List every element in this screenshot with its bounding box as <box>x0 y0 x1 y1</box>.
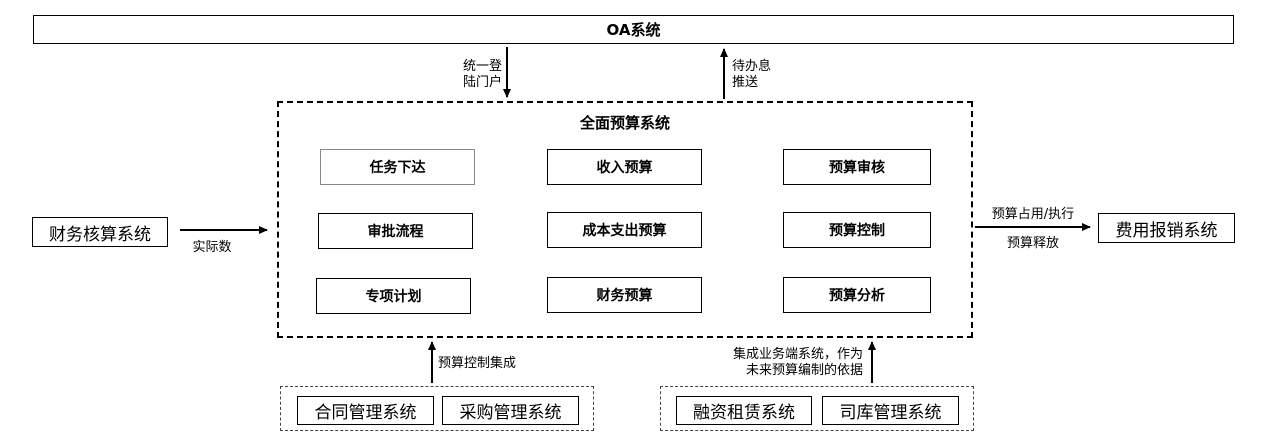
module-approval-flow: 审批流程 <box>318 213 473 249</box>
module-revenue-budget: 收入预算 <box>547 149 702 185</box>
contract-management-system: 合同管理系统 <box>297 396 434 425</box>
oa-system-box: OA系统 <box>33 15 1234 44</box>
budget-system-title: 全面预算系统 <box>579 114 670 132</box>
label-actual-figures: 实际数 <box>192 240 232 255</box>
bottom-right-group <box>660 386 974 431</box>
budget-system-container <box>277 101 973 338</box>
label-budget-occupy: 预算占用/执行 <box>991 207 1075 222</box>
financial-leasing-system: 融资租赁系统 <box>676 396 812 425</box>
expense-reimbursement-system: 费用报销系统 <box>1098 213 1235 243</box>
label-budget-release: 预算释放 <box>1006 236 1059 251</box>
label-integration-basis: 集成业务端系统，作为 未来预算编制的依据 <box>732 347 863 378</box>
module-task-issue: 任务下达 <box>320 149 475 185</box>
treasury-management-system: 司库管理系统 <box>822 396 959 425</box>
module-budget-control: 预算控制 <box>783 212 931 248</box>
module-budget-review: 预算审核 <box>783 149 931 185</box>
module-budget-analysis: 预算分析 <box>783 277 931 313</box>
procurement-management-system: 采购管理系统 <box>442 396 579 425</box>
label-control-integration: 预算控制集成 <box>438 356 517 371</box>
module-special-plan: 专项计划 <box>316 278 471 314</box>
label-unified-login: 统一登 陆门户 <box>462 59 502 90</box>
label-todo-push: 待办息 推送 <box>732 59 772 90</box>
module-financial-budget: 财务预算 <box>547 277 702 313</box>
module-cost-expense-budget: 成本支出预算 <box>547 212 702 248</box>
bottom-left-group <box>280 386 594 431</box>
financial-accounting-system: 财务核算系统 <box>32 217 168 247</box>
